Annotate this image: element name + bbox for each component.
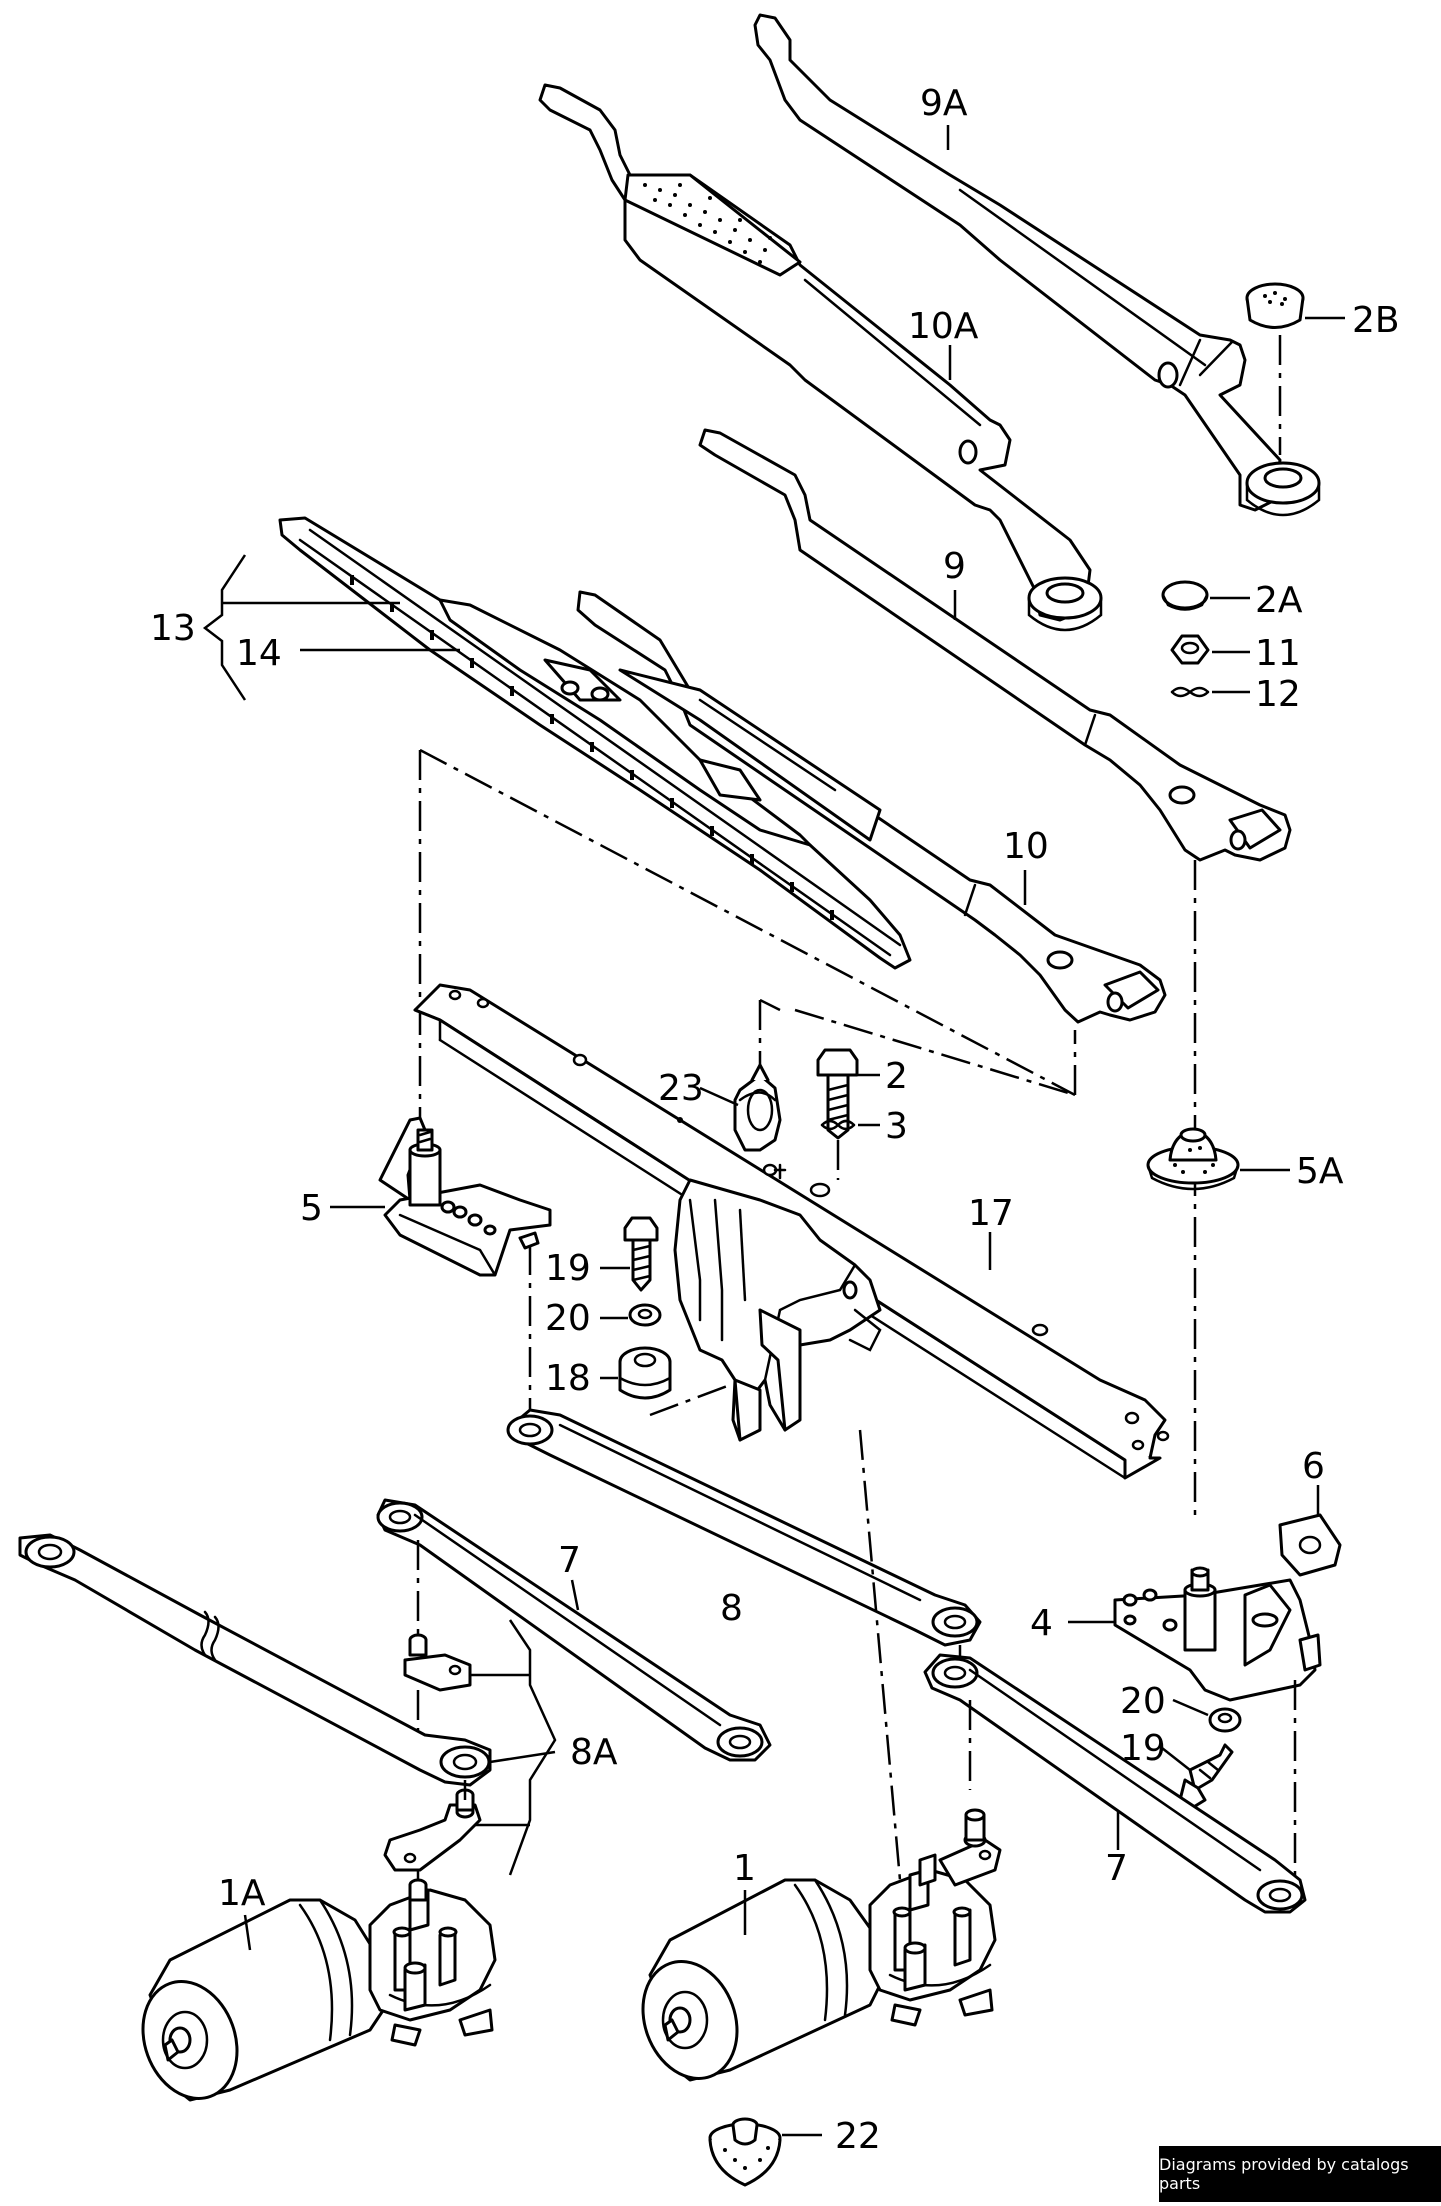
label-20-left: 20 — [545, 1298, 591, 1339]
centerline-blade-linkage — [419, 748, 1076, 1097]
washer-12 — [1170, 686, 1250, 698]
motor-1a — [141, 1870, 497, 2102]
nut-11 — [1170, 634, 1250, 665]
label-13: 13 — [150, 608, 196, 649]
label-10a: 10A — [908, 306, 979, 347]
linkage-rod-8 — [506, 1245, 982, 1670]
grommet-18 — [600, 1346, 672, 1400]
rubber-mount-5a — [1146, 1127, 1290, 1191]
label-17: 17 — [968, 1193, 1014, 1234]
label-11: 11 — [1255, 633, 1301, 674]
linkage-rod-long — [18, 1533, 492, 1787]
label-1a: 1A — [218, 1873, 266, 1914]
wiper-arm-10 — [576, 590, 1167, 1024]
label-18: 18 — [545, 1358, 591, 1399]
label-8: 8 — [720, 1588, 743, 1629]
grommet-22 — [708, 2117, 822, 2187]
label-7-left: 7 — [558, 1540, 581, 1581]
clip-23 — [699, 1000, 1076, 1152]
pivot-4 — [1068, 1566, 1322, 1702]
part-labels: 9A 2B 10A 9 2A 11 12 13 14 10 23 2 3 5A … — [150, 83, 1400, 2157]
credit-banner: Diagrams provided by catalogs parts — [1159, 2146, 1441, 2202]
wiper-arm-9 — [698, 428, 1292, 862]
grommet-6 — [1278, 1485, 1342, 1577]
label-2a: 2A — [1255, 580, 1303, 621]
wiper-blade-13 — [278, 516, 912, 970]
label-4: 4 — [1030, 1603, 1053, 1644]
label-10: 10 — [1003, 826, 1049, 867]
washer-20-right — [1172, 1698, 1242, 1733]
label-22: 22 — [835, 2116, 881, 2157]
washer-20-left — [600, 1303, 662, 1327]
linkage-rod-7-left — [376, 1498, 772, 1762]
label-2b: 2B — [1352, 300, 1400, 341]
label-9: 9 — [943, 546, 966, 587]
label-2: 2 — [885, 1056, 908, 1097]
pivot-5 — [330, 1116, 552, 1277]
label-1: 1 — [733, 1848, 756, 1889]
cap-2a — [1161, 580, 1250, 611]
label-14: 14 — [236, 633, 282, 674]
label-5: 5 — [300, 1188, 323, 1229]
label-12: 12 — [1255, 674, 1301, 715]
label-19-left: 19 — [545, 1248, 591, 1289]
label-3: 3 — [885, 1106, 908, 1147]
brace-13 — [202, 554, 460, 701]
label-5a: 5A — [1296, 1151, 1344, 1192]
washer-3 — [820, 1119, 880, 1180]
screw-19-left — [600, 1216, 659, 1292]
motor-1 — [641, 1429, 1002, 2082]
label-23: 23 — [658, 1068, 704, 1109]
label-9a: 9A — [920, 83, 968, 124]
wiper-arm-10a — [538, 83, 1103, 632]
label-19-right: 19 — [1120, 1728, 1166, 1769]
mounting-bracket — [649, 1178, 882, 1442]
centerline-clip-23 — [759, 998, 781, 1012]
label-6: 6 — [1302, 1446, 1325, 1487]
label-8a: 8A — [570, 1732, 618, 1773]
bracket-set-8a — [383, 1619, 557, 1876]
cap-2b — [1245, 282, 1345, 455]
label-7-right: 7 — [1105, 1848, 1128, 1889]
label-20-right: 20 — [1120, 1681, 1166, 1722]
wiper-arm-9a — [753, 13, 1321, 517]
linkage-rod-7-right — [923, 1653, 1307, 1914]
